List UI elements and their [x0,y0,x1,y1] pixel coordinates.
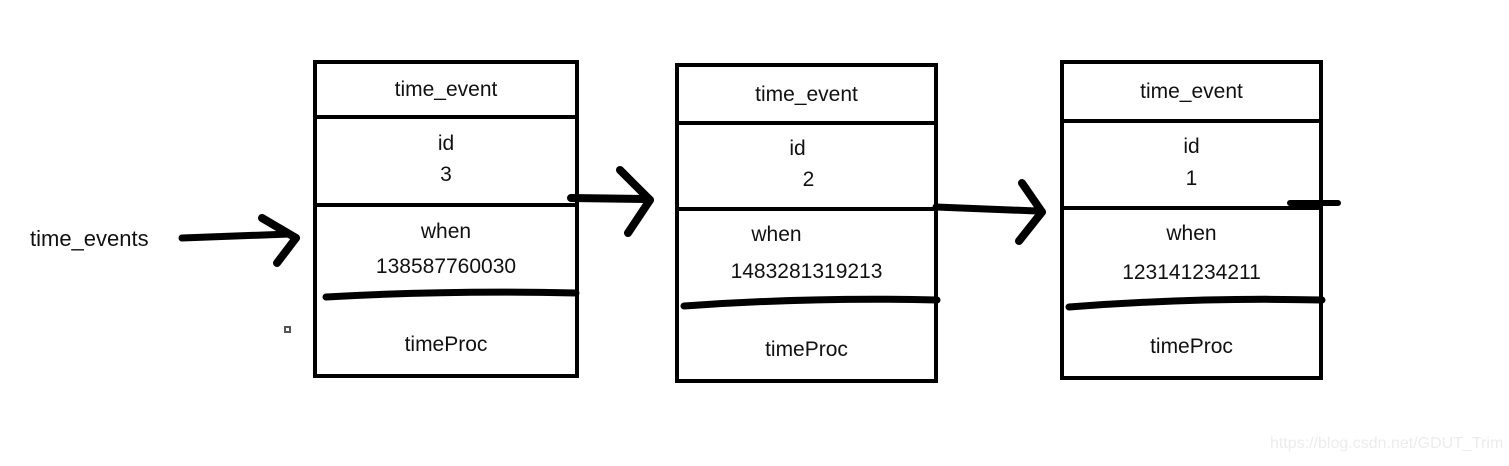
node-3-title: time_event [1140,80,1243,103]
time-event-node-3: time_event id 1 when 123141234211 timePr… [1060,60,1323,380]
watermark-text: https://blog.csdn.net/GDUT_Trim [1270,435,1504,452]
node-3-field-id-name: id [1183,135,1200,159]
node-1-divider-id [317,203,575,207]
node-1-title: time_event [394,78,498,101]
node-1-field-id: id 3 [317,115,575,203]
arrow-node-1-to-node-2-icon [567,166,654,237]
node-1-divider-title [317,115,575,119]
node-1-field-when-value: 138587760030 [375,255,517,278]
node-2-field-when-value: 1483281319213 [730,260,883,283]
node-2-divider-id [679,207,934,211]
node-2-field-id-value: 2 [802,168,815,191]
node-3-field-when-name: when [1166,221,1217,245]
node-2-field-when: when 1483281319213 [679,207,934,299]
stray-square-artifact [284,326,291,333]
node-3-field-when: when 123141234211 [1064,206,1319,300]
node-3-field-id-value: 1 [1185,166,1198,190]
node-1-field-id-name: id [437,131,455,155]
node-3-field-when-value: 123141234211 [1122,261,1261,284]
node-2-title: time_event [755,82,858,106]
node-2-field-timeproc-name: timeProc [765,337,848,361]
node-3-divider-id [1064,206,1319,210]
node-2-field-id: id 2 [679,121,934,207]
time-event-node-2: time_event id 2 when 1483281319213 timeP… [675,63,938,383]
node-2-divider-title [679,121,934,125]
node-2-field-when-name: when [751,222,802,246]
time-event-node-1: time_event id 3 when 138587760030 timePr… [313,60,579,378]
arrow-node-2-to-node-3-icon [932,179,1046,245]
node-2-field-id-name: id [789,136,806,160]
node-3-field-timeproc-name: timeProc [1150,334,1233,358]
node-1-field-when: when 138587760030 [317,203,575,295]
node-1-field-id-value: 3 [440,163,452,186]
arrow-to-node-1-icon [178,214,300,267]
node-1-field-timeproc-name: timeProc [404,333,488,356]
node-3-field-id: id 1 [1064,119,1319,206]
node-1-field-when-name: when [420,219,472,243]
node-3-divider-title [1064,119,1319,123]
time-events-label: time_events [30,226,149,251]
